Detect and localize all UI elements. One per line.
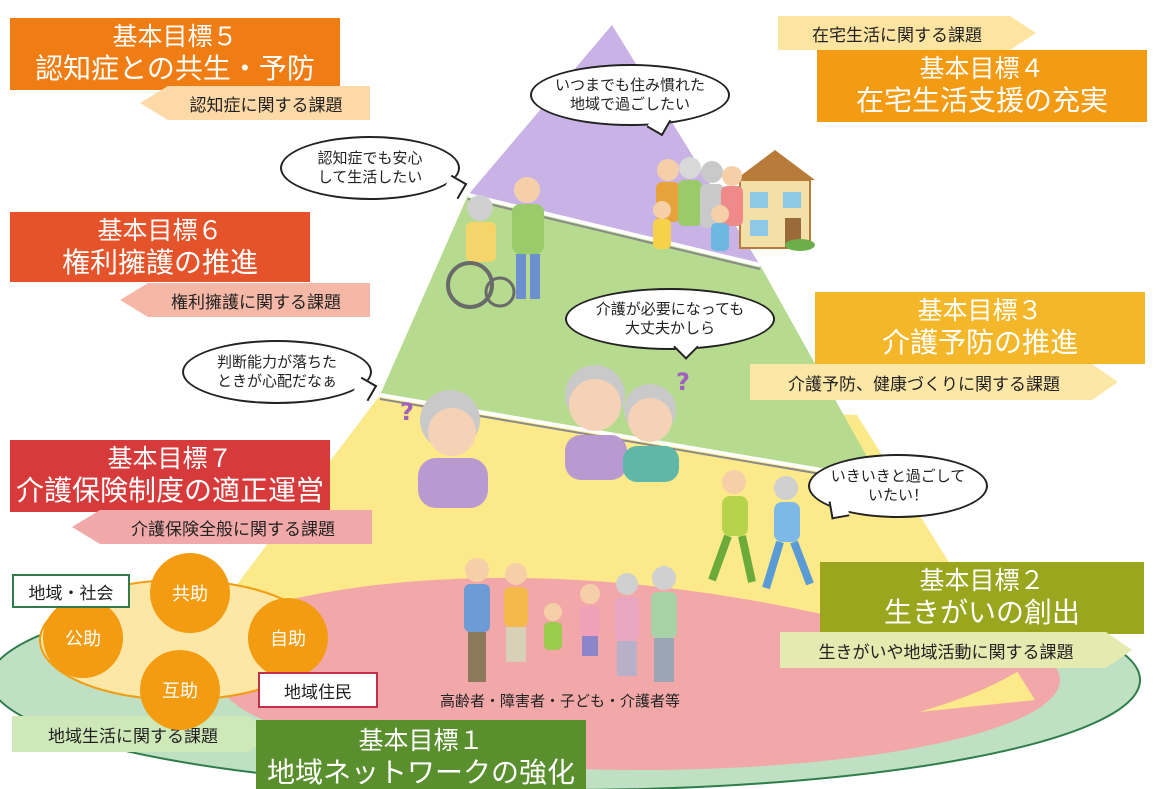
family-illustration xyxy=(653,157,743,251)
goal-6-issue-tag: 権利擁護に関する課題 xyxy=(120,283,370,317)
community-label: 地域・社会 xyxy=(12,574,130,608)
goal-2-number: 基本目標２ xyxy=(919,566,1045,595)
residents-label: 地域住民 xyxy=(258,672,378,708)
goal-7-title: 介護保険制度の適正運営 xyxy=(15,473,324,507)
goal-1-title: 地域ネットワークの強化 xyxy=(266,755,575,789)
goal-4-issue-tag: 在宅生活に関する課題 xyxy=(778,16,1036,50)
gojo-circle: 互助 xyxy=(140,650,220,730)
goal-7-box: 基本目標７ 介護保険制度の適正運営 xyxy=(10,440,330,512)
bubble-judgment: 判断能力が落ちた ときが心配だなぁ xyxy=(182,340,372,404)
goal-5-issue-tag: 認知症に関する課題 xyxy=(140,86,370,120)
goal-4-number: 基本目標４ xyxy=(919,54,1045,83)
wheelchair-illustration xyxy=(446,177,544,309)
goal-5-title: 認知症との共生・予防 xyxy=(35,51,315,85)
bubble-lively: いきいきと過ごして いたい！ xyxy=(808,454,988,518)
goal-2-box: 基本目標２ 生きがいの創出 xyxy=(820,562,1144,634)
goal-3-box: 基本目標３ 介護予防の推進 xyxy=(815,292,1145,364)
goal-3-issue-tag: 介護予防、健康づくりに関する課題 xyxy=(750,364,1118,400)
goal-5-number: 基本目標５ xyxy=(112,22,238,51)
question-mark-icon: ? xyxy=(676,368,690,396)
kyojo-circle: 共助 xyxy=(150,553,230,633)
goal-4-title: 在宅生活支援の充実 xyxy=(855,83,1108,117)
residents-caption: 高齢者・障害者・子ども・介護者等 xyxy=(440,692,681,710)
worried-couple-illustration xyxy=(565,365,679,482)
house-icon xyxy=(735,150,815,251)
goal-1-number: 基本目標１ xyxy=(358,726,484,755)
bubble-dementia: 認知症でも安心 して生活したい xyxy=(280,136,460,200)
goal-5-box: 基本目標５ 認知症との共生・予防 xyxy=(10,18,340,90)
goal-6-box: 基本目標６ 権利擁護の推進 xyxy=(10,212,310,282)
goal-7-issue-tag: 介護保険全般に関する課題 xyxy=(72,510,372,544)
goal-2-title: 生きがいの創出 xyxy=(883,595,1080,629)
goal-3-title: 介護予防の推進 xyxy=(881,325,1078,359)
jijo-circle: 自助 xyxy=(248,598,328,678)
bubble-home: いつまでも住み慣れた 地域で過ごしたい xyxy=(530,64,730,126)
worried-woman-illustration xyxy=(418,390,488,508)
goal-1-box: 基本目標１ 地域ネットワークの強化 xyxy=(256,720,586,789)
goal-6-number: 基本目標６ xyxy=(97,216,223,245)
bubble-care: 介護が必要になっても 大丈夫かしら xyxy=(565,288,775,350)
question-mark-icon: ? xyxy=(400,398,414,426)
goal-7-number: 基本目標７ xyxy=(107,444,233,473)
goal-6-title: 権利擁護の推進 xyxy=(61,245,258,279)
goal-1-issue-tag: 地域生活に関する課題 xyxy=(12,716,274,752)
joggers-illustration xyxy=(708,470,814,590)
goal-2-issue-tag: 生きがいや地域活動に関する課題 xyxy=(780,632,1132,668)
residents-group-illustration xyxy=(464,558,677,682)
kojo-circle: 公助 xyxy=(43,598,123,678)
goal-4-box: 基本目標４ 在宅生活支援の充実 xyxy=(817,50,1147,122)
goal-3-number: 基本目標３ xyxy=(917,296,1043,325)
